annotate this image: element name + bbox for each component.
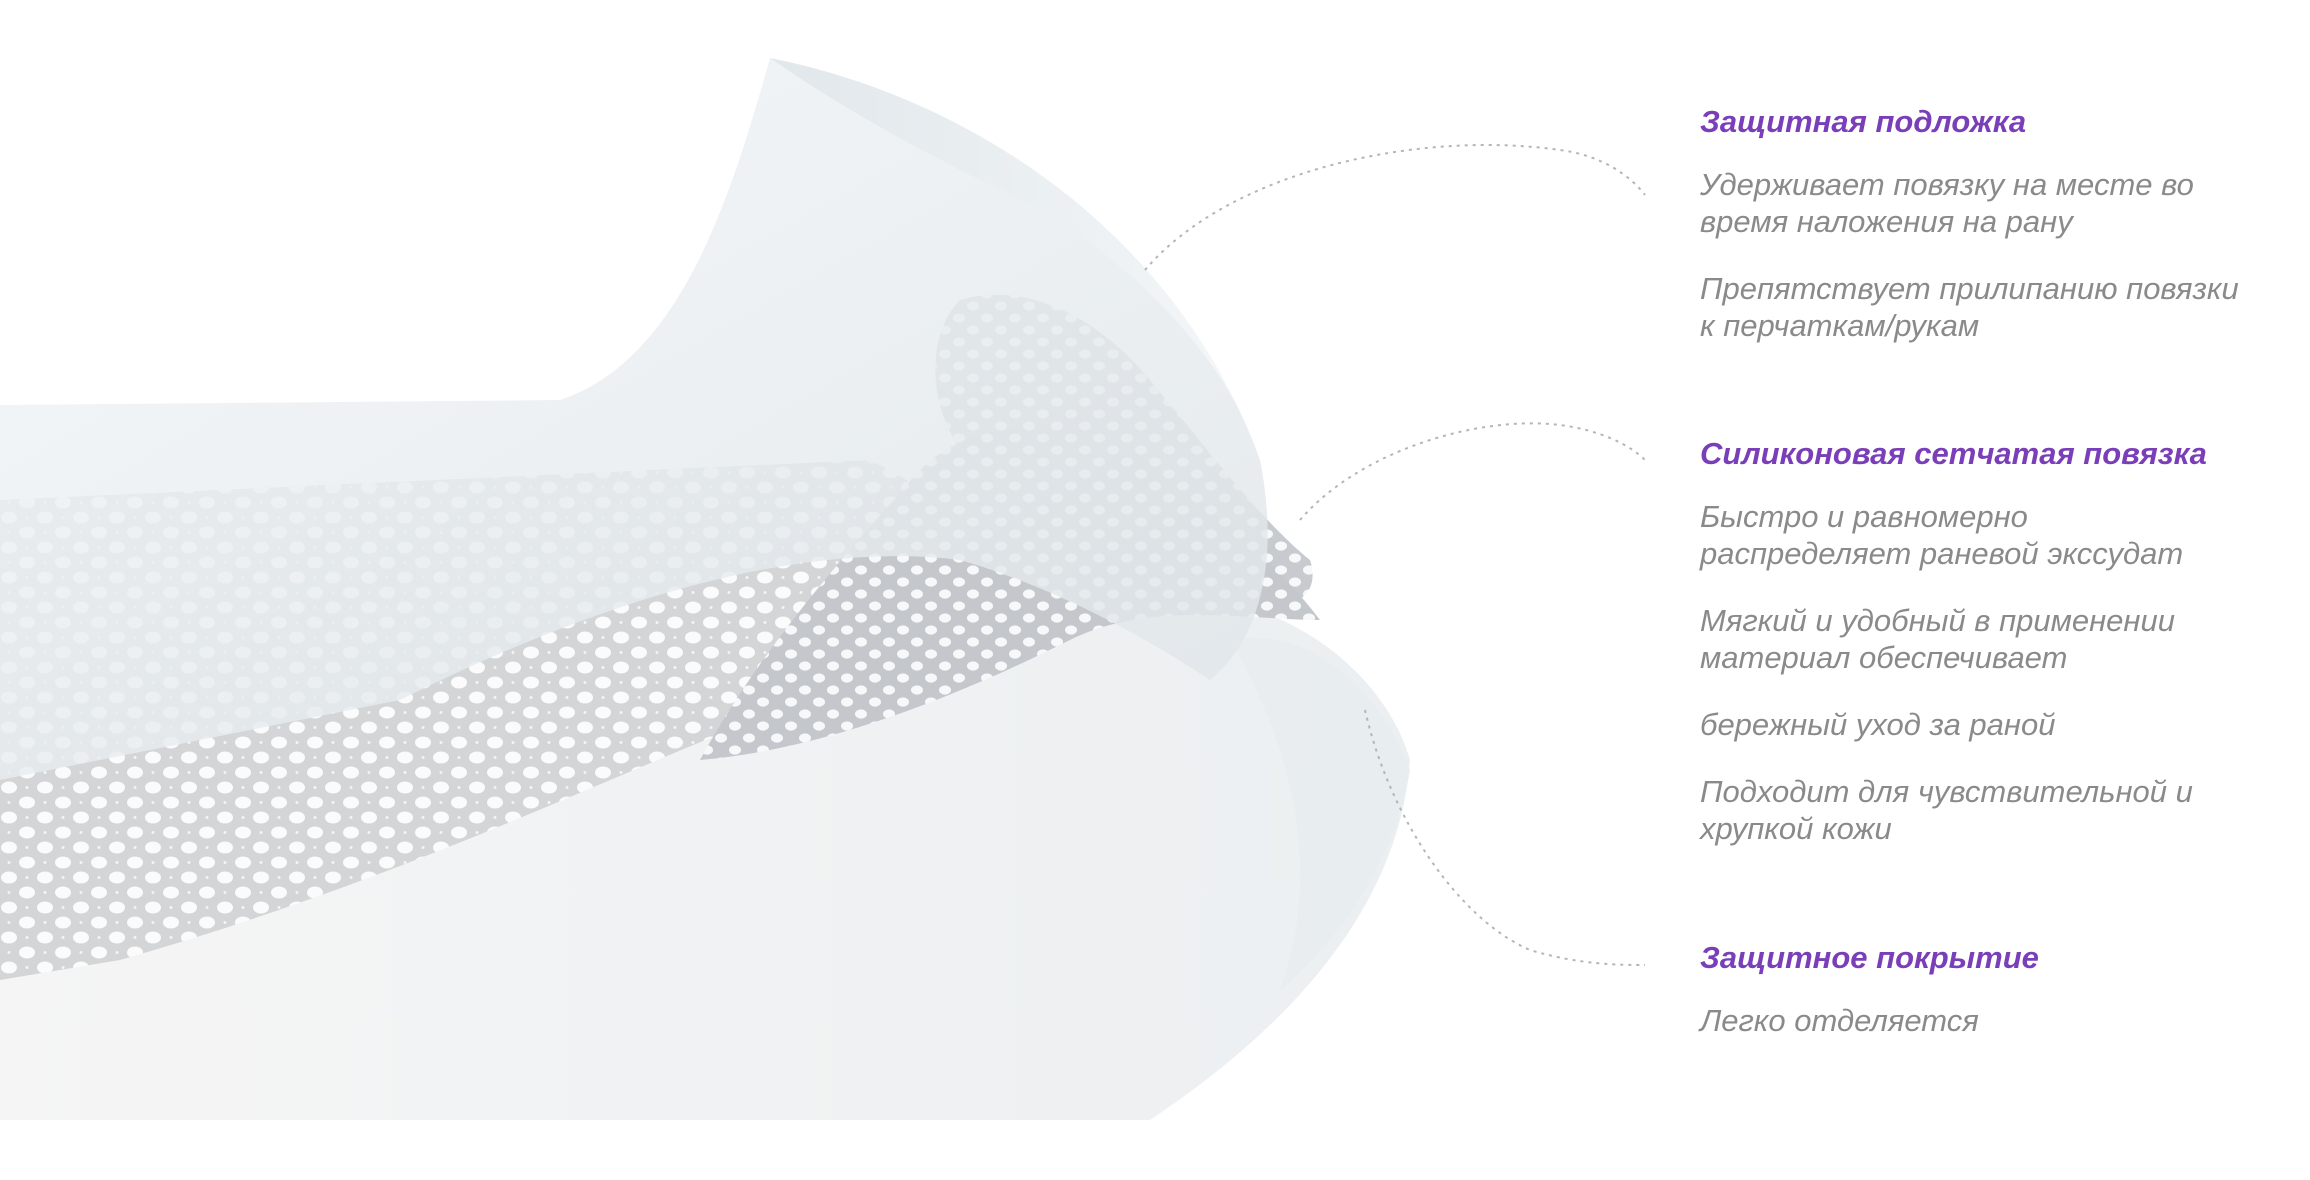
cover-annotation: Защитное покрытие Легко отделяется xyxy=(1700,938,2290,1069)
backing-leader-line xyxy=(1144,144,1646,271)
protective-backing-layer xyxy=(0,58,1268,780)
backing-annotation: Защитная подложка Удерживает повязку на … xyxy=(1700,102,2290,374)
mesh-title: Силиконовая сетчатая повязка xyxy=(1700,436,2207,471)
mesh-annotation: Силиконовая сетчатая повязка Быстро и ра… xyxy=(1700,434,2290,877)
mesh-point: Быстро и равномерно распределяет раневой… xyxy=(1700,499,2184,571)
mesh-leader-line xyxy=(1299,422,1646,521)
backing-point: Удерживает повязку на месте во время нал… xyxy=(1700,167,2194,239)
protective-cover-curl xyxy=(1230,637,1410,990)
backing-title: Защитная подложка xyxy=(1700,104,2027,139)
mesh-point: Подходит для чувствительной и хрупкой ко… xyxy=(1700,774,2193,846)
cover-title: Защитное покрытие xyxy=(1700,940,2039,975)
cover-leader-line xyxy=(1364,709,1646,966)
backing-point: Препятствует прилипанию повязки к перчат… xyxy=(1700,271,2239,343)
mesh-point: Мягкий и удобный в применении материал о… xyxy=(1700,603,2175,675)
cover-point: Легко отделяется xyxy=(1700,1003,1979,1038)
mesh-point: бережный уход за раной xyxy=(1700,707,2056,742)
